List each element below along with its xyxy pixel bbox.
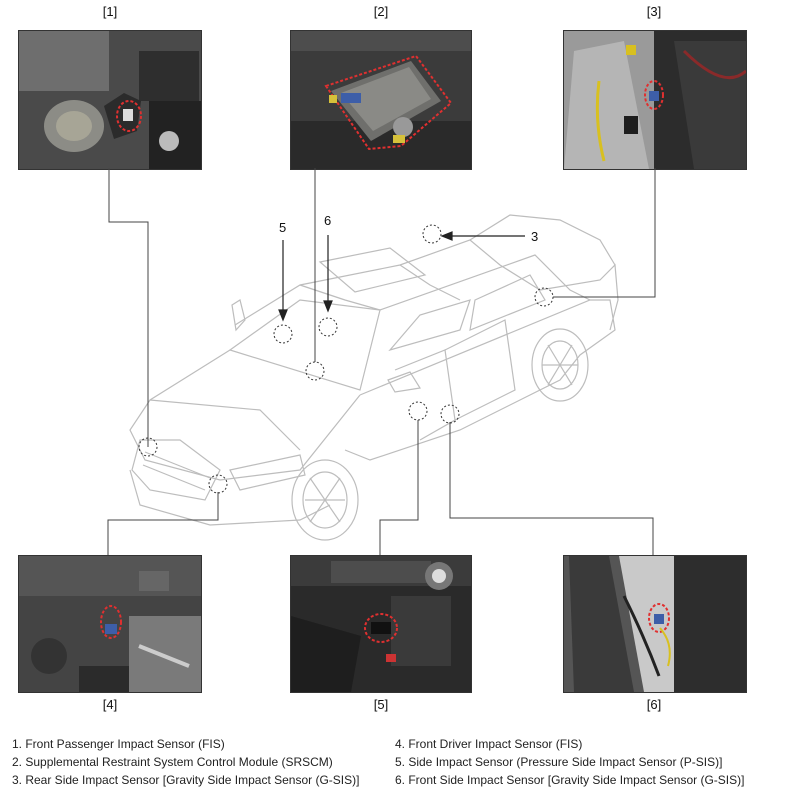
sensor-markers xyxy=(138,224,554,494)
sensor-marker-3a xyxy=(422,224,442,244)
leader-lines xyxy=(107,168,656,555)
legend-item-4: 4. Front Driver Impact Sensor (FIS) xyxy=(395,737,583,751)
legend-item-5: 5. Side Impact Sensor (Pressure Side Imp… xyxy=(395,755,723,769)
frame-label-1: [1] xyxy=(102,4,118,19)
sensor-marker-6a xyxy=(318,317,338,337)
frame-label-6: [6] xyxy=(646,697,662,712)
sensor-marker-6b xyxy=(440,404,460,424)
callout-6: 6 xyxy=(324,213,331,228)
sensor-marker-5a xyxy=(273,324,293,344)
callout-arrows xyxy=(278,231,525,322)
legend-item-6: 6. Front Side Impact Sensor [Gravity Sid… xyxy=(395,773,745,787)
photo-srscm xyxy=(290,30,472,170)
legend-item-2: 2. Supplemental Restraint System Control… xyxy=(12,755,333,769)
photo-rear-side-sensor xyxy=(563,30,747,170)
sensor-marker-4 xyxy=(208,474,228,494)
photo-front-passenger-sensor xyxy=(18,30,202,170)
frame-label-2: [2] xyxy=(373,4,389,19)
sensor-marker-5b xyxy=(408,401,428,421)
photo-side-impact-sensor xyxy=(290,555,472,693)
frame-label-5: [5] xyxy=(373,697,389,712)
sensor-marker-1 xyxy=(138,437,158,457)
photo-front-side-sensor xyxy=(563,555,747,693)
frame-label-4: [4] xyxy=(102,697,118,712)
sensor-marker-2 xyxy=(305,361,325,381)
callout-5: 5 xyxy=(279,220,286,235)
legend-item-3: 3. Rear Side Impact Sensor [Gravity Side… xyxy=(12,773,360,787)
sensor-marker-3b xyxy=(534,287,554,307)
legend-right: 4. Front Driver Impact Sensor (FIS) 5. S… xyxy=(395,735,744,789)
car-outline xyxy=(129,214,619,541)
callout-3: 3 xyxy=(531,229,538,244)
frame-label-3: [3] xyxy=(646,4,662,19)
legend-left: 1. Front Passenger Impact Sensor (FIS) 2… xyxy=(12,735,359,789)
photo-front-driver-sensor xyxy=(18,555,202,693)
legend-item-1: 1. Front Passenger Impact Sensor (FIS) xyxy=(12,737,225,751)
